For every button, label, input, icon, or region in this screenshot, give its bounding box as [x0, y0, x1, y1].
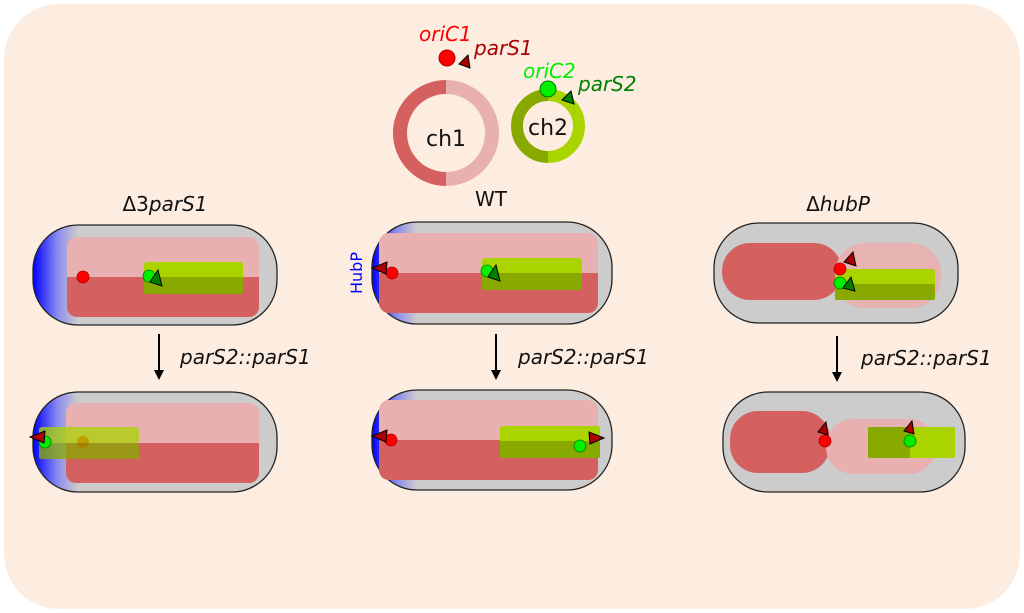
oriC1-dot [385, 266, 399, 280]
arrow-label-delta3parS1: parS2::parS1 [179, 345, 311, 369]
arrow-wt [491, 334, 501, 380]
parS2-triangle [561, 90, 575, 105]
parS2-triangle [487, 263, 501, 282]
oriC1-dot [833, 262, 847, 276]
parS1-triangle [458, 53, 471, 69]
oriC1-dot [76, 270, 90, 284]
oriC1-dot [438, 49, 456, 67]
oriC1-dot [818, 434, 832, 448]
oriC2-dot [903, 434, 917, 448]
arrow-deltahubP [832, 336, 842, 382]
chromosome-1: ch1 oriC1 parS1 [393, 22, 533, 186]
parS2-triangle [842, 275, 856, 292]
parS1-triangle [903, 419, 915, 435]
cell-wt-after [370, 389, 613, 491]
ch1-label: ch1 [426, 127, 466, 152]
parS2-triangle [149, 268, 163, 287]
parS2-label: parS2 [577, 72, 637, 96]
parS1-triangle [370, 261, 388, 275]
parS1-label: parS1 [473, 36, 533, 60]
oriC2-dot [539, 80, 557, 98]
cell-delta3parS1-before [32, 224, 278, 326]
panel-title-wt: WT [475, 187, 508, 211]
hubp-label: HubP [347, 252, 366, 294]
ch2-label: ch2 [528, 116, 568, 141]
cell-deltahubP-before [713, 222, 959, 324]
oriC2-label: oriC2 [523, 59, 576, 83]
panel-title-deltahubP: ΔhubP [806, 192, 871, 216]
oriC1-label: oriC1 [419, 22, 472, 46]
arrow-label-wt: parS2::parS1 [517, 345, 649, 369]
cell-wt-before [370, 221, 613, 325]
oriC2-dot [833, 276, 847, 290]
arrow-delta3parS1 [154, 334, 164, 380]
parS1-triangle [28, 430, 46, 444]
chromosome-2: ch2 oriC2 parS2 [511, 59, 637, 163]
arrow-label-deltahubP: parS2::parS1 [860, 346, 992, 370]
parS1-triangle [588, 431, 606, 445]
cell-delta3parS1-after [28, 391, 278, 493]
parS1-triangle [370, 429, 388, 443]
parS1-triangle [817, 420, 829, 436]
oriC2-dot [573, 439, 587, 453]
parS1-triangle [843, 250, 857, 267]
cell-deltahubP-after [722, 391, 966, 493]
panel-title-delta3parS1: Δ3parS1 [123, 192, 208, 216]
